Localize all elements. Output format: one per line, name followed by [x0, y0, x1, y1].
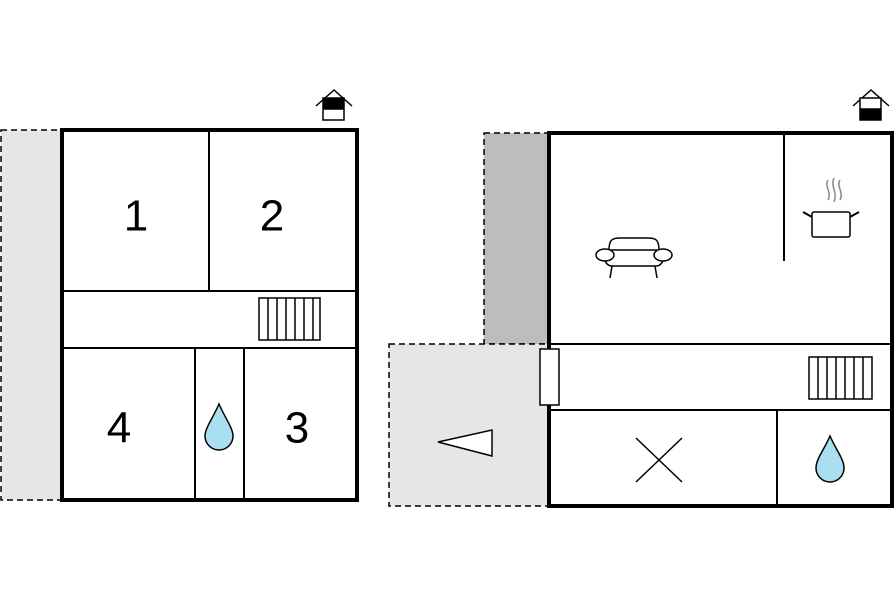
- house-floor-icon: [852, 88, 890, 121]
- upper-balcony: [483, 132, 550, 345]
- triangle-marker-icon: [437, 429, 493, 457]
- upper-floor-plan: [388, 88, 894, 508]
- cooking-pot-icon: [802, 177, 860, 238]
- stairs-icon: [808, 356, 873, 400]
- room-label-3: 3: [285, 404, 309, 453]
- upper-outer-wall: [547, 131, 894, 508]
- upper-terrace: [388, 343, 550, 507]
- cross-icon: [635, 437, 683, 483]
- water-drop-icon: [204, 402, 234, 451]
- water-drop-icon: [815, 434, 845, 483]
- ground-floor-plan: 1 2 3 4: [0, 88, 359, 502]
- ground-terrace: [0, 129, 63, 501]
- door-icon: [539, 348, 560, 406]
- sofa-icon: [595, 237, 673, 279]
- stairs-icon: [258, 297, 321, 341]
- room-label-1: 1: [124, 192, 148, 241]
- room-label-2: 2: [260, 192, 284, 241]
- house-floor-icon: [315, 88, 353, 121]
- room-label-4: 4: [107, 404, 131, 453]
